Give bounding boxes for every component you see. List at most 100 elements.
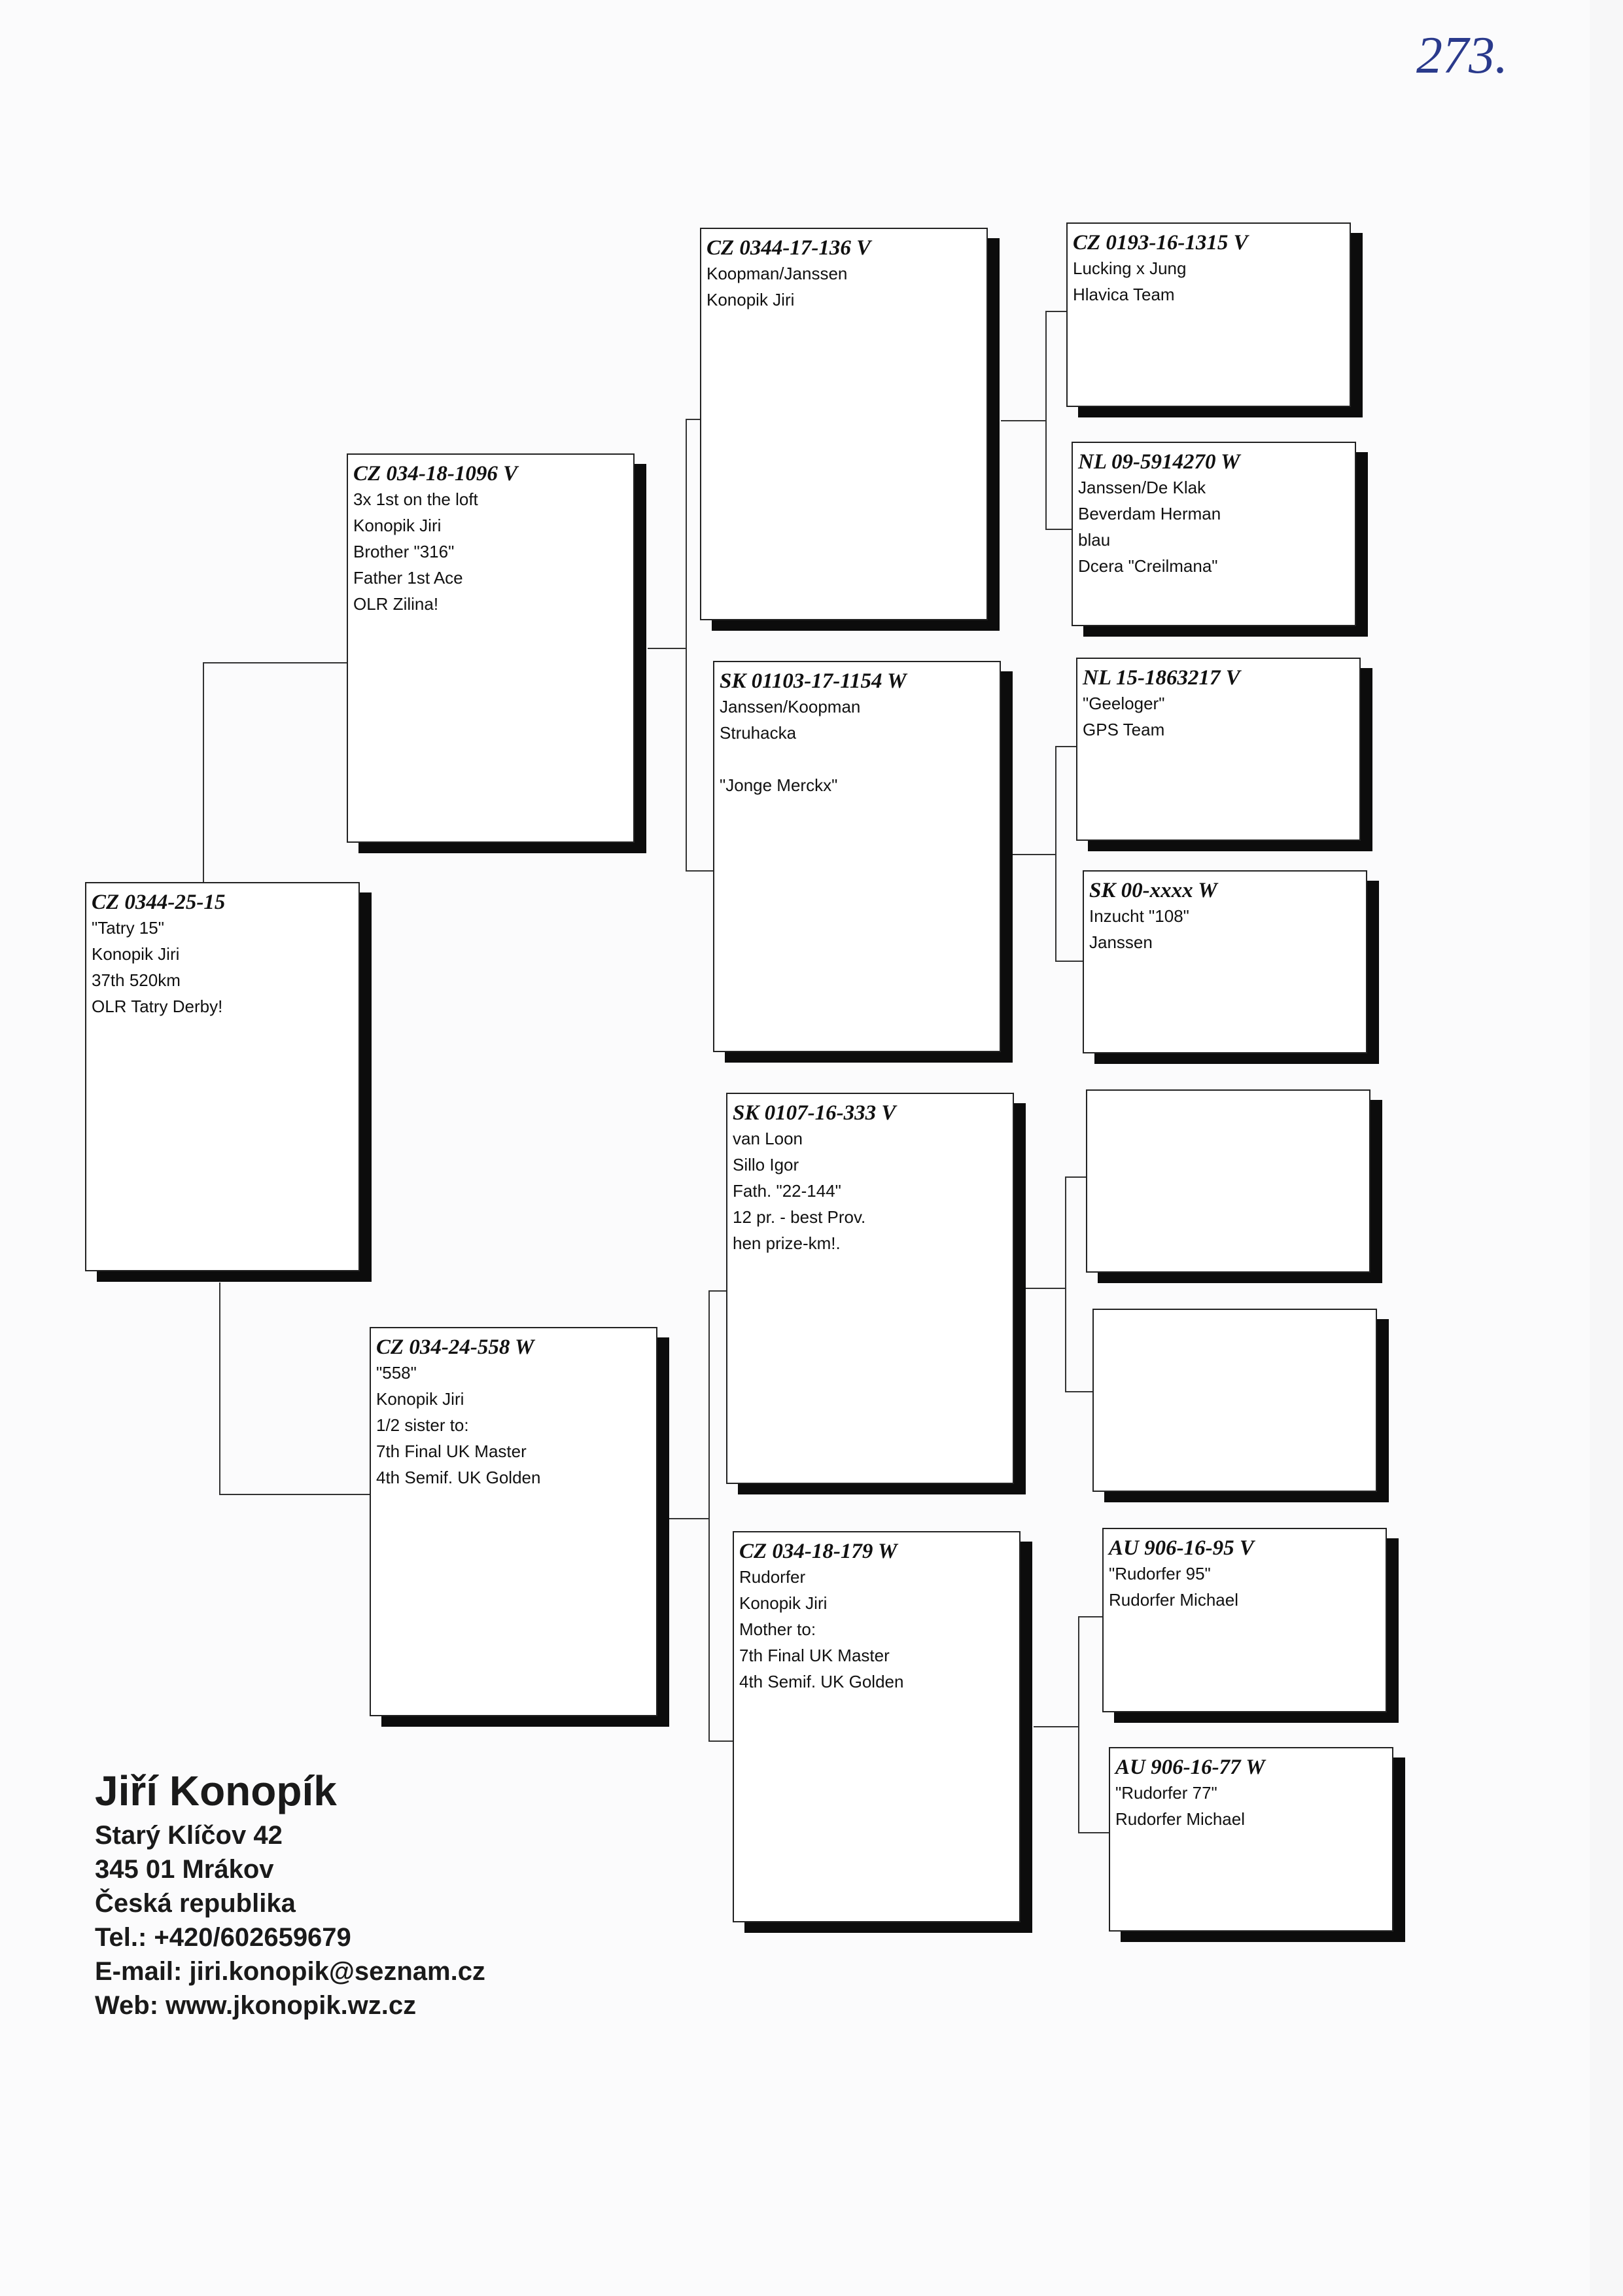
- detail-line: 3x 1st on the loft: [353, 489, 478, 509]
- pedigree-box-sd-dam: SK 00-xxxx W Inzucht "108"Janssen: [1083, 870, 1367, 1053]
- connector: [667, 1518, 710, 1519]
- connector: [219, 1282, 220, 1495]
- detail-line: Lucking x Jung: [1073, 258, 1187, 278]
- detail-line: Mother to:: [739, 1619, 816, 1639]
- connector: [1045, 311, 1070, 312]
- detail-line: Father 1st Ace: [353, 568, 463, 588]
- connector: [1055, 961, 1087, 962]
- pedigree-box-sd-sire: NL 15-1863217 V "Geeloger" GPS Team: [1076, 658, 1361, 841]
- pedigree-box-ds-sire: [1086, 1089, 1370, 1273]
- detail-line: "Jonge Merckx": [720, 775, 838, 795]
- connector: [1045, 311, 1047, 530]
- connector: [1055, 746, 1056, 962]
- detail-line: 1/2 sister to:: [376, 1415, 469, 1435]
- connector: [1065, 1391, 1096, 1392]
- connector: [708, 1740, 738, 1742]
- pigeon-details: "Rudorfer 77"Rudorfer Michael: [1115, 1780, 1387, 1832]
- ring-number: NL 15-1863217 V: [1083, 666, 1240, 690]
- phone-number: Tel.: +420/602659679: [95, 1923, 351, 1952]
- connector: [1078, 1832, 1109, 1833]
- connector: [648, 648, 687, 649]
- detail-line: Inzucht "108": [1089, 906, 1189, 926]
- connector: [1055, 746, 1080, 747]
- detail-line: "558": [376, 1363, 417, 1383]
- connector: [686, 419, 687, 870]
- detail-line: OLR Tatry Derby!: [92, 997, 223, 1016]
- detail-line: OLR Zilina!: [353, 594, 439, 614]
- pedigree-sheet: 273. CZ 0344-25-15 "Tatry 15"Konopik Jir…: [85, 27, 1508, 2022]
- breeder-contact: Jiří Konopík Starý Klíčov 42 345 01 Mrák…: [95, 1763, 485, 2022]
- detail-line: Konopik Jiri: [707, 290, 795, 309]
- connector: [1065, 1176, 1066, 1392]
- ring-number: AU 906-16-77 W: [1115, 1756, 1265, 1779]
- pedigree-box-dd-sire: AU 906-16-95 V "Rudorfer 95"Rudorfer Mic…: [1102, 1528, 1387, 1712]
- pigeon-details: "Geeloger" GPS Team: [1083, 690, 1354, 743]
- detail-line: [720, 746, 994, 772]
- connector: [686, 419, 707, 420]
- address-country: Česká republika: [95, 1889, 296, 1918]
- detail-line: van Loon: [733, 1129, 803, 1148]
- detail-line: 37th 520km: [92, 970, 181, 990]
- pigeon-details: Inzucht "108"Janssen: [1089, 903, 1361, 955]
- pedigree-box-ds-dam: [1092, 1309, 1377, 1492]
- detail-line: Brother "316": [353, 542, 455, 561]
- detail-line: Dcera "Creilmana": [1078, 556, 1218, 576]
- detail-line: 4th Semif. UK Golden: [376, 1468, 541, 1487]
- detail-line: Janssen/Koopman: [720, 697, 861, 716]
- detail-line: Konopik Jiri: [92, 944, 180, 964]
- ring-number: SK 00-xxxx W: [1089, 879, 1217, 902]
- detail-line: Konopik Jiri: [376, 1389, 464, 1409]
- connector: [708, 1290, 733, 1292]
- detail-line: Koopman/Janssen: [707, 264, 848, 283]
- address-street: Starý Klíčov 42: [95, 1821, 283, 1850]
- detail-line: 4th Semif. UK Golden: [739, 1672, 904, 1691]
- detail-line: Beverdam Herman: [1078, 504, 1221, 523]
- detail-line: blau: [1078, 530, 1111, 550]
- connector: [1078, 1616, 1104, 1617]
- connector: [1078, 1616, 1079, 1833]
- detail-line: Rudorfer Michael: [1109, 1590, 1238, 1610]
- detail-line: Sillo Igor: [733, 1155, 799, 1174]
- connector: [1021, 1288, 1066, 1289]
- ring-number: CZ 034-18-1096 V: [353, 462, 518, 486]
- detail-line: 12 pr. - best Prov.: [733, 1207, 866, 1227]
- connector: [1001, 420, 1047, 421]
- detail-line: "Rudorfer 77": [1115, 1783, 1217, 1803]
- ring-number: CZ 034-18-179 W: [739, 1540, 898, 1563]
- detail-line: "Geeloger": [1083, 694, 1165, 713]
- pedigree-box-dd-dam: AU 906-16-77 W "Rudorfer 77"Rudorfer Mic…: [1109, 1747, 1393, 1932]
- detail-line: Konopik Jiri: [353, 516, 442, 535]
- detail-line: Rudorfer: [739, 1567, 806, 1587]
- connector: [203, 662, 353, 663]
- detail-line: Struhacka: [720, 723, 797, 743]
- detail-line: 7th Final UK Master: [739, 1646, 890, 1665]
- detail-line: GPS Team: [1083, 720, 1165, 739]
- ring-number: SK 0107-16-333 V: [733, 1101, 896, 1125]
- ring-number: SK 01103-17-1154 W: [720, 669, 907, 693]
- page-number: 273.: [1416, 27, 1508, 84]
- ring-number: AU 906-16-95 V: [1109, 1536, 1254, 1560]
- connector: [219, 1494, 376, 1495]
- detail-line: Janssen/De Klak: [1078, 478, 1206, 497]
- connector: [1045, 529, 1075, 530]
- breeder-name: Jiří Konopík: [95, 1767, 337, 1814]
- detail-line: hen prize-km!.: [733, 1233, 841, 1253]
- email-address: E-mail: jiri.konopik@seznam.cz: [95, 1957, 485, 1986]
- detail-line: Fath. "22-144": [733, 1181, 841, 1201]
- detail-line: "Tatry 15": [92, 918, 164, 938]
